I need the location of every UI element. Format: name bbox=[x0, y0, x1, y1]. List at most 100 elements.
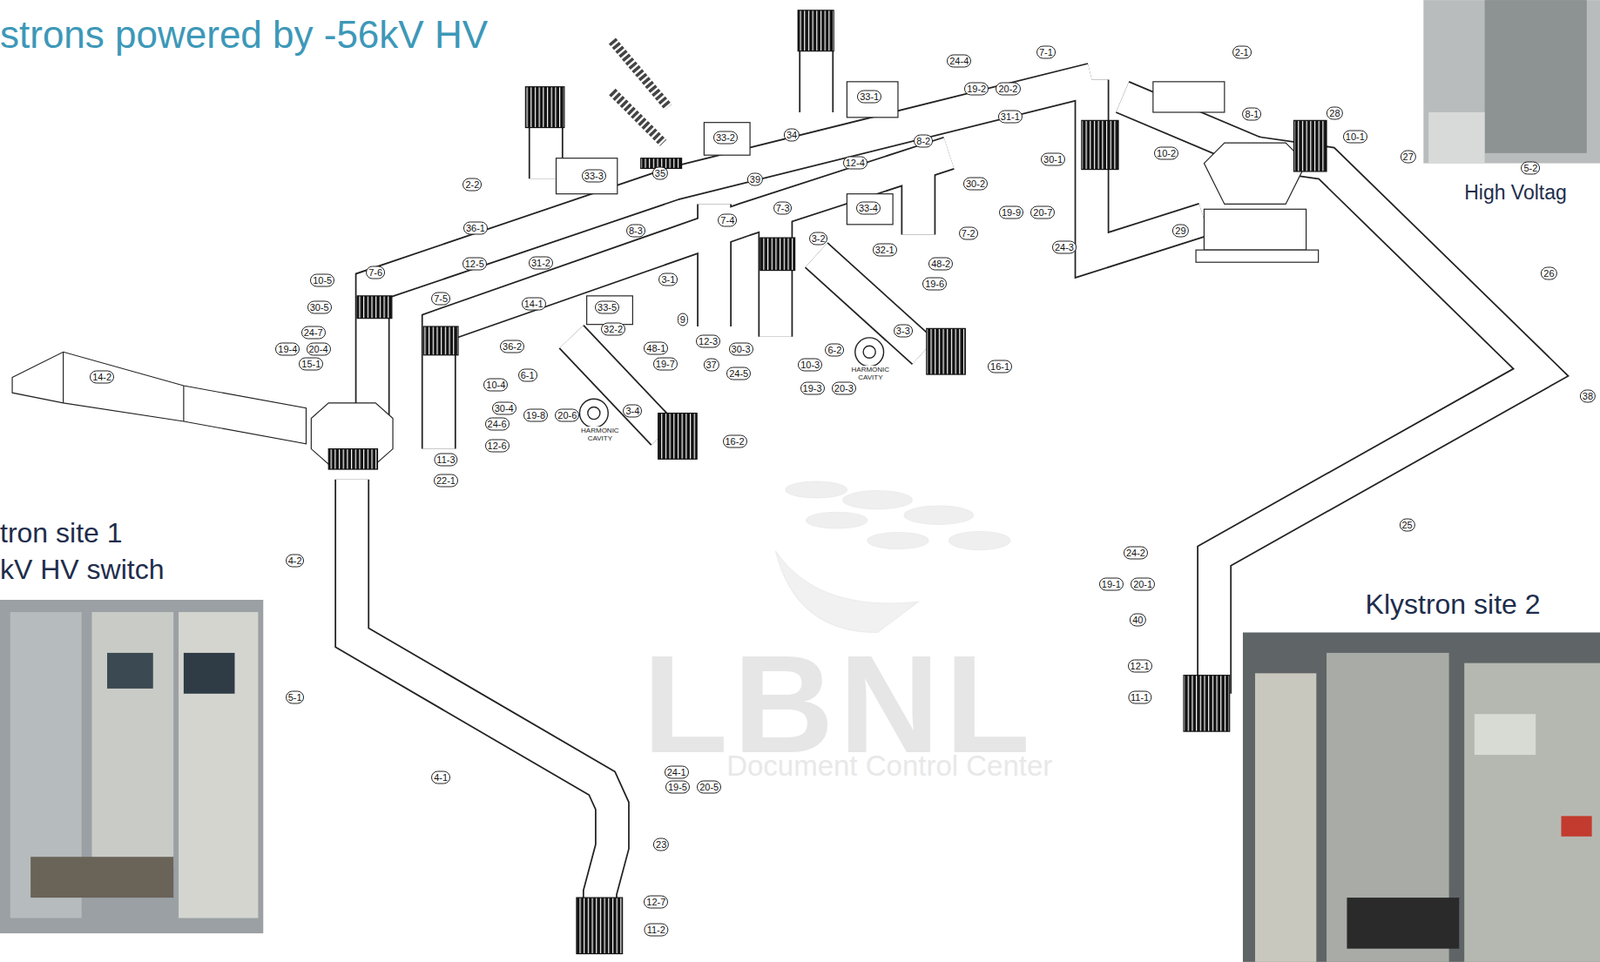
callout-number: 38 bbox=[1579, 389, 1596, 403]
callout-number: 8-2 bbox=[913, 134, 933, 148]
callout-number: 12-4 bbox=[843, 156, 868, 170]
callout-number: 11-2 bbox=[644, 924, 669, 938]
callout-number: 33-4 bbox=[856, 201, 881, 215]
callout-number: 19-7 bbox=[653, 357, 678, 372]
callout-number: 12-5 bbox=[462, 257, 487, 271]
callout-number: 30-4 bbox=[492, 401, 517, 415]
callout-number: 24-4 bbox=[946, 54, 972, 68]
callout-number: 7-1 bbox=[1036, 45, 1056, 59]
callout-number: 24-7 bbox=[301, 325, 326, 339]
callout-number: 33-5 bbox=[594, 300, 620, 314]
callout-number: 35 bbox=[652, 167, 669, 181]
callout-number: 31-1 bbox=[998, 109, 1023, 123]
callout-number: 24-6 bbox=[485, 418, 510, 432]
callout-number: 19-9 bbox=[999, 205, 1024, 219]
callout-number: 19-5 bbox=[665, 781, 690, 795]
callout-number: 20-6 bbox=[554, 408, 580, 422]
callout-number: 30-2 bbox=[963, 176, 988, 190]
callout-number: 3-1 bbox=[658, 273, 678, 287]
callout-number: 14-2 bbox=[89, 371, 115, 385]
callout-number: 7-5 bbox=[431, 292, 451, 306]
callout-number: 10-4 bbox=[483, 378, 508, 392]
callout-number: 4-1 bbox=[431, 770, 451, 784]
photo-caption: High Voltag bbox=[1464, 182, 1567, 204]
callout-number: 24-1 bbox=[664, 765, 689, 779]
callout-number: 48-1 bbox=[643, 341, 669, 355]
callout-number: 34 bbox=[783, 128, 800, 142]
callout-number: 36-1 bbox=[463, 222, 488, 236]
callout-number: 26 bbox=[1540, 266, 1557, 280]
callout-number: 20-3 bbox=[831, 382, 857, 396]
callout-number: 2-2 bbox=[462, 178, 482, 192]
callout-number: 3-4 bbox=[622, 405, 642, 419]
callout-number: 19-8 bbox=[523, 408, 548, 422]
callout-number: 23 bbox=[653, 838, 669, 852]
callout-number: 32-1 bbox=[872, 243, 898, 257]
callout-number: 6-2 bbox=[824, 343, 844, 357]
callout-number: 30-1 bbox=[1040, 152, 1066, 166]
photo-caption: Klystron site 2 bbox=[1365, 589, 1541, 621]
callout-number: 30-5 bbox=[307, 300, 332, 314]
callout-number: 16-2 bbox=[722, 435, 748, 449]
callout-number: 30-3 bbox=[729, 342, 754, 356]
callout-number: 10-3 bbox=[797, 358, 823, 372]
callout-number: 14-1 bbox=[521, 297, 547, 311]
callout-number: 3-2 bbox=[809, 232, 829, 246]
callout-number: 39 bbox=[747, 173, 763, 187]
callout-number: 24-2 bbox=[1123, 546, 1148, 560]
callout-number: 33-1 bbox=[857, 90, 882, 104]
callout-number: 7-3 bbox=[773, 201, 793, 215]
watermark-logo bbox=[775, 481, 1010, 633]
callout-number: 10-5 bbox=[310, 274, 335, 288]
callout-number: 6-1 bbox=[518, 369, 538, 383]
callout-number: 9 bbox=[677, 312, 689, 326]
callout-number: 19-4 bbox=[275, 342, 300, 356]
callout-number: 36-2 bbox=[499, 340, 525, 354]
callout-number: 24-3 bbox=[1052, 240, 1077, 254]
callout-number: 31-2 bbox=[528, 256, 554, 271]
photo-caption: tron site 1 bbox=[0, 518, 123, 549]
callout-number: 8-1 bbox=[1242, 108, 1263, 122]
callout-number: 5-2 bbox=[1520, 162, 1540, 176]
callout-number: 7-2 bbox=[958, 227, 979, 241]
callout-number: 25 bbox=[1398, 519, 1415, 533]
callout-number: 33-2 bbox=[713, 131, 738, 145]
callout-number: 28 bbox=[1326, 107, 1343, 121]
callout-number: 33-3 bbox=[581, 168, 607, 183]
callout-number: 10-2 bbox=[1154, 146, 1179, 160]
callout-number: 5-1 bbox=[285, 691, 305, 705]
callout-number: 20-7 bbox=[1030, 205, 1055, 219]
callout-number: 19-2 bbox=[964, 81, 989, 95]
watermark: Document Control Center bbox=[726, 750, 1053, 783]
callout-number: 12-3 bbox=[695, 335, 721, 349]
slide-title: strons powered by -56kV HV bbox=[0, 13, 488, 56]
callout-number: 20-2 bbox=[995, 81, 1020, 95]
photo-caption: kV HV switch bbox=[0, 554, 164, 586]
callout-number: 19-3 bbox=[800, 382, 825, 396]
callout-number: 24-5 bbox=[726, 366, 751, 380]
callout-number: 16-1 bbox=[987, 359, 1013, 373]
callout-number: 32-2 bbox=[600, 323, 626, 337]
part-name: HARMONIC CAVITY bbox=[580, 426, 620, 443]
callout-number: 8-3 bbox=[626, 223, 646, 237]
callout-number: 20-5 bbox=[696, 781, 722, 795]
callout-number: 3-3 bbox=[893, 324, 913, 338]
callout-number: 40 bbox=[1129, 614, 1146, 628]
callout-number: 20-1 bbox=[1130, 578, 1155, 592]
callout-number: 12-7 bbox=[643, 895, 669, 909]
callout-number: 48-2 bbox=[928, 257, 953, 271]
callout-number: 11-1 bbox=[1127, 691, 1152, 705]
callout-number: 37 bbox=[702, 358, 719, 372]
callout-number: 12-6 bbox=[485, 438, 510, 453]
callout-number: 19-6 bbox=[922, 276, 947, 291]
callout-number: 11-3 bbox=[433, 453, 458, 467]
callout-number: 27 bbox=[1400, 150, 1417, 164]
callout-number: 20-4 bbox=[306, 342, 331, 356]
callout-number: 12-1 bbox=[1127, 660, 1153, 674]
callout-number: 22-1 bbox=[433, 473, 459, 487]
callout-number: 10-1 bbox=[1343, 129, 1368, 143]
callout-number: 29 bbox=[1172, 223, 1189, 237]
